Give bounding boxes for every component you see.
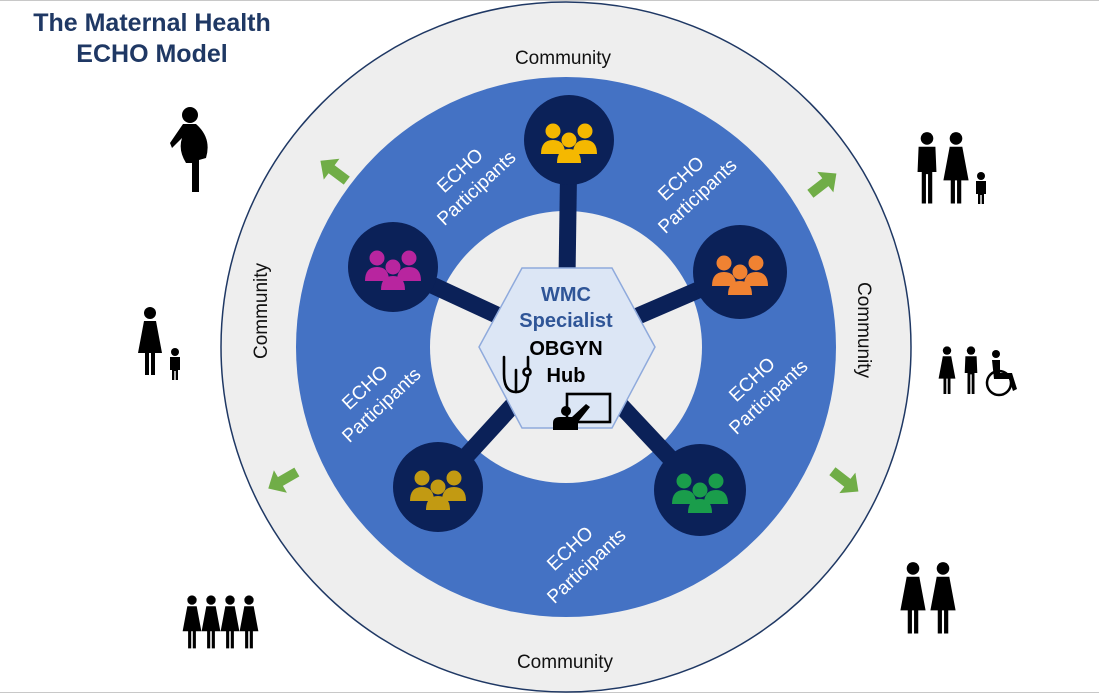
hub-line-4: Hub [547,365,586,387]
community-label-bottom: Community [517,652,614,673]
participant-node-left [348,222,438,312]
family-wheelchair-icon [938,346,1017,397]
community-label-left: Community [251,262,272,359]
participant-node-bottom-left [393,442,483,532]
family-icon [917,132,986,204]
participant-node-right [693,225,787,319]
community-label-right: Community [853,282,874,379]
two-women-icon [900,562,956,634]
mother-child-icon [138,307,180,380]
pregnant-woman-icon [170,107,208,192]
participant-node-bottom-right [654,444,746,536]
hub-line-2: Specialist [519,310,613,332]
four-women-icon [182,595,259,649]
title-line-2: ECHO Model [76,40,228,68]
presenter-icon [553,392,612,430]
diagram-title: The Maternal Health ECHO Model [4,8,300,70]
stethoscope-icon [502,355,532,394]
title-line-1: The Maternal Health [33,9,271,37]
participant-node-top [524,95,614,185]
community-label-top: Community [515,48,612,69]
hub-line-1: WMC [541,284,591,306]
hub-line-3: OBGYN [529,338,602,360]
